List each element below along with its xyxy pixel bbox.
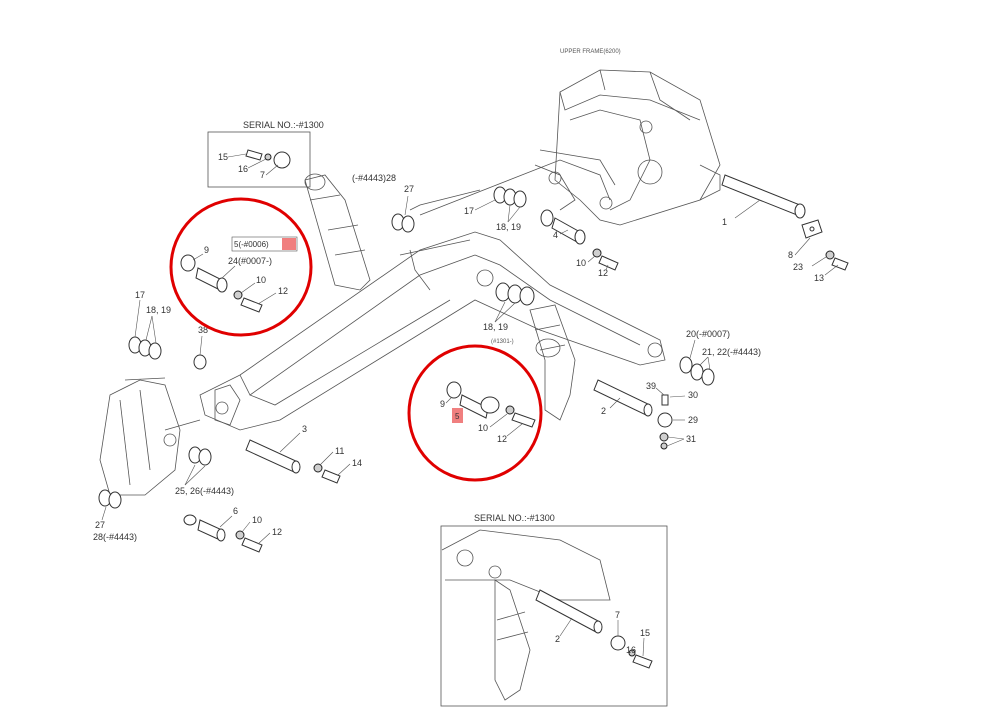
upper-frame: UPPER FRAME(6200): [409, 49, 721, 226]
highlight-marker-5: [282, 238, 296, 250]
bushings-17-18-19-upper: 17 18, 19: [464, 186, 527, 232]
label-2b: 2: [555, 634, 560, 644]
part-38: 38: [193, 325, 208, 370]
serial-inset-top: SERIAL NO.:-#1300 15 16 7: [207, 120, 324, 188]
label-8: 8: [788, 250, 793, 260]
label-27b: 27: [95, 520, 105, 530]
label-12b: 12: [278, 286, 288, 296]
label-17b: 17: [135, 290, 145, 300]
highlight-circle-center: [407, 344, 543, 482]
label-20: 20(-#0007): [686, 329, 730, 339]
pin-3-assembly: 3 11 14: [245, 424, 362, 484]
label-16: 16: [238, 164, 248, 174]
label-18-19a: 18, 19: [496, 222, 521, 232]
label-30: 30: [688, 390, 698, 400]
parts-29-30-31-39: 39 30 29 31: [646, 381, 698, 450]
label-21-22: 21, 22(-#4443): [702, 347, 761, 357]
label-3: 3: [302, 424, 307, 434]
label-29: 29: [688, 415, 698, 425]
label-28a: (-#4443)28: [352, 173, 396, 183]
label-4: 4: [553, 230, 558, 240]
upper-frame-title: UPPER FRAME(6200): [560, 49, 621, 55]
pin-4-assembly: 4 10 12: [540, 209, 619, 278]
highlight-group-upper-left: 5(-#0006) 9 24(#0007-) 10 12: [169, 197, 313, 337]
label-12c: 12: [497, 434, 507, 444]
label-25-26: 25, 26(-#4443): [175, 486, 234, 496]
label-15: 15: [218, 152, 228, 162]
label-6: 6: [233, 506, 238, 516]
label-39: 39: [646, 381, 656, 391]
label-17a: 17: [464, 206, 474, 216]
bushings-17-18-19-left: 17 18, 19: [128, 290, 171, 360]
label-9a: 9: [204, 245, 209, 255]
bushings-27-28-lower: 27 28(-#4443): [93, 489, 137, 542]
label-18-19c: 18, 19: [146, 305, 171, 315]
label-24: 24(#0007-): [228, 256, 272, 266]
label-27a: 27: [404, 184, 414, 194]
bushings-18-19-middle: 18, 19 (#1301-): [483, 282, 535, 345]
label-7: 7: [260, 170, 265, 180]
highlight-marker-5b: [452, 408, 463, 423]
bushings-25-26: 25, 26(-#4443): [175, 446, 234, 496]
serial-inset-bottom: SERIAL NO.:-#1300 2 7 16 15: [440, 513, 668, 707]
label-15b: 15: [640, 628, 650, 638]
arm-cylinder-right: [529, 304, 576, 421]
arm-left: [99, 377, 201, 496]
pin-1-assembly: 1 8 23 13: [721, 174, 849, 283]
pin-2-assembly: 2: [593, 379, 653, 417]
label-31: 31: [686, 434, 696, 444]
highlight-circle-upper-left: [169, 197, 313, 337]
label-2: 2: [601, 406, 606, 416]
label-10b: 10: [256, 275, 266, 285]
label-14: 14: [352, 458, 362, 468]
boom: [199, 231, 666, 431]
boom-cylinder-left: [304, 173, 371, 291]
label-38: 38: [198, 325, 208, 335]
label-1: 1: [722, 217, 727, 227]
label-12d: 12: [272, 527, 282, 537]
bushings-27-28-upper: (-#4443)28 27: [352, 173, 415, 233]
label-18-19b: 18, 19: [483, 322, 508, 332]
highlight-group-center: 9 5 10 12: [407, 344, 543, 482]
label-5-highlight: 5(-#0006): [234, 240, 269, 249]
bushings-20-21-22: 20(-#0007) 21, 22(-#4443): [679, 329, 761, 386]
label-10a: 10: [576, 258, 586, 268]
label-13: 13: [814, 273, 824, 283]
label-10c: 10: [478, 423, 488, 433]
label-16b: 16: [626, 645, 636, 655]
label-12a: 12: [598, 268, 608, 278]
label-23: 23: [793, 262, 803, 272]
label-11: 11: [335, 446, 344, 456]
label-5b: 5: [455, 412, 460, 421]
serial-note-top: SERIAL NO.:-#1300: [243, 120, 324, 130]
label-7b: 7: [615, 610, 620, 620]
serial-note-bottom: SERIAL NO.:-#1300: [474, 513, 555, 523]
label-28b: 28(-#4443): [93, 532, 137, 542]
label-1301: (#1301-): [491, 339, 514, 345]
label-10d: 10: [252, 515, 262, 525]
label-9b: 9: [440, 399, 445, 409]
pin-6-assembly: 6 10 12: [183, 506, 282, 553]
